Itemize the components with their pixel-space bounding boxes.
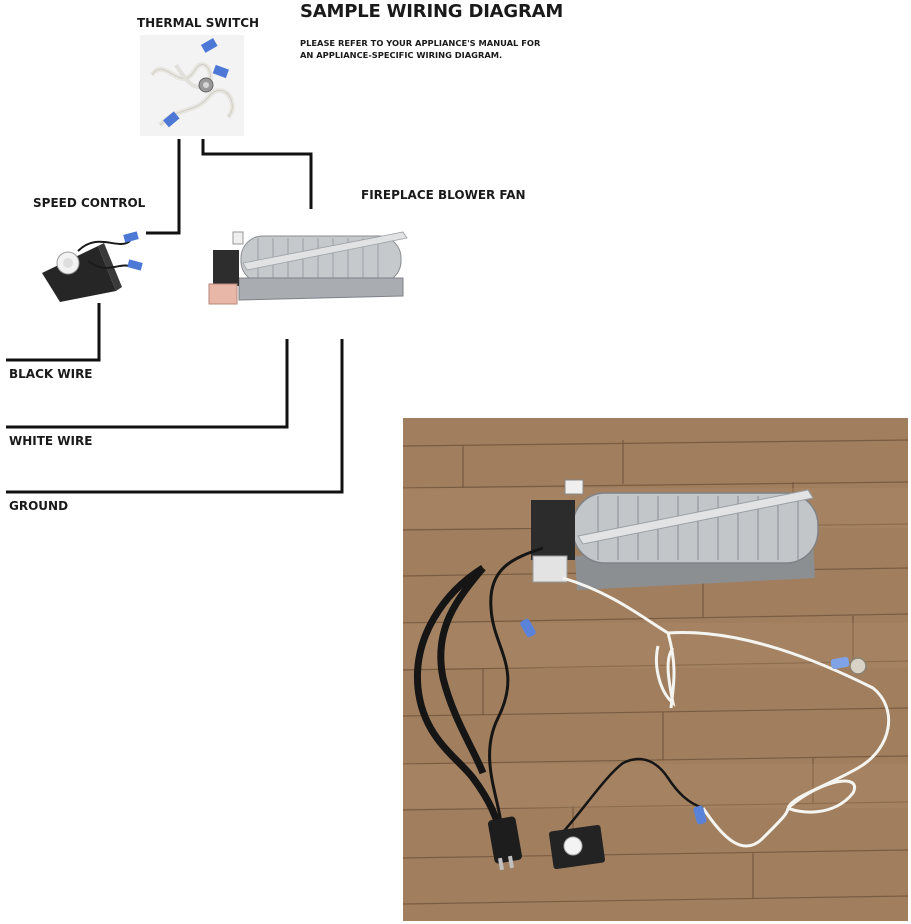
black-wire-label: BLACK WIRE — [9, 367, 93, 381]
white-wire-label: WHITE WIRE — [9, 434, 93, 448]
thermal-switch-label: THERMAL SWITCH — [137, 16, 260, 30]
manual-note: PLEASE REFER TO YOUR APPLIANCE'S MANUAL … — [300, 37, 540, 61]
white-wire-line — [6, 339, 289, 429]
speed-control-label: SPEED CONTROL — [33, 196, 146, 210]
blower-fan-label: FIREPLACE BLOWER FAN — [361, 188, 526, 202]
photo-blower-fan — [531, 479, 819, 590]
thermal-to-fan-wire — [201, 139, 313, 209]
ground-wire-line — [6, 339, 344, 494]
manual-note-line-2: AN APPLIANCE-SPECIFIC WIRING DIAGRAM. — [300, 50, 503, 60]
thermal-to-speed-control-wire — [146, 139, 181, 235]
photo-connector-3 — [830, 656, 850, 670]
photo-power-cord — [488, 546, 544, 849]
photo-connector-1 — [520, 618, 536, 638]
assembled-kit-photo-illustration — [403, 418, 908, 921]
photo-white-cable — [562, 576, 676, 709]
diagram-title: SAMPLE WIRING DIAGRAM — [300, 1, 564, 22]
speed-control-illustration — [42, 231, 143, 302]
photo-connector-2 — [693, 805, 707, 825]
blower-fan-illustration — [208, 231, 408, 305]
photo-black-wire — [552, 757, 704, 844]
photo-thermal-switch — [849, 657, 867, 675]
photo-speed-control — [548, 824, 606, 870]
assembled-kit-photo — [403, 418, 908, 921]
ground-label: GROUND — [9, 499, 69, 513]
black-wire-line — [6, 303, 101, 362]
thermal-switch-illustration — [140, 35, 244, 136]
manual-note-line-1: PLEASE REFER TO YOUR APPLIANCE'S MANUAL … — [300, 38, 541, 48]
